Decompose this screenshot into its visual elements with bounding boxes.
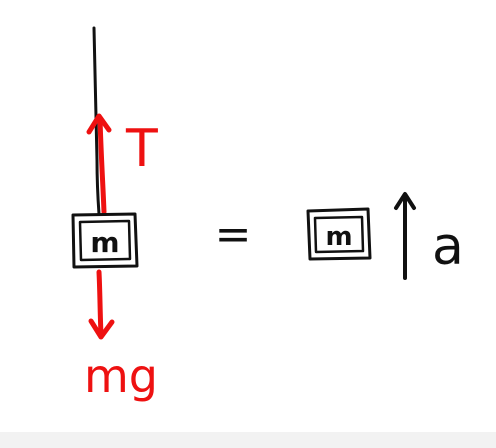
mass-label-right: m (325, 222, 352, 252)
rope-line (92, 26, 101, 216)
acceleration-label: a (432, 217, 464, 277)
equals-sign: = (215, 209, 252, 260)
mass-box-left (71, 212, 139, 269)
tension-label: T (125, 119, 158, 179)
weight-arrow (88, 269, 115, 340)
background-band (0, 432, 496, 448)
mass-box-right (306, 207, 372, 261)
tension-arrow (86, 113, 112, 215)
mass-label-left: m (90, 226, 119, 259)
weight-label: mg (84, 349, 158, 403)
acceleration-arrow (394, 192, 416, 280)
